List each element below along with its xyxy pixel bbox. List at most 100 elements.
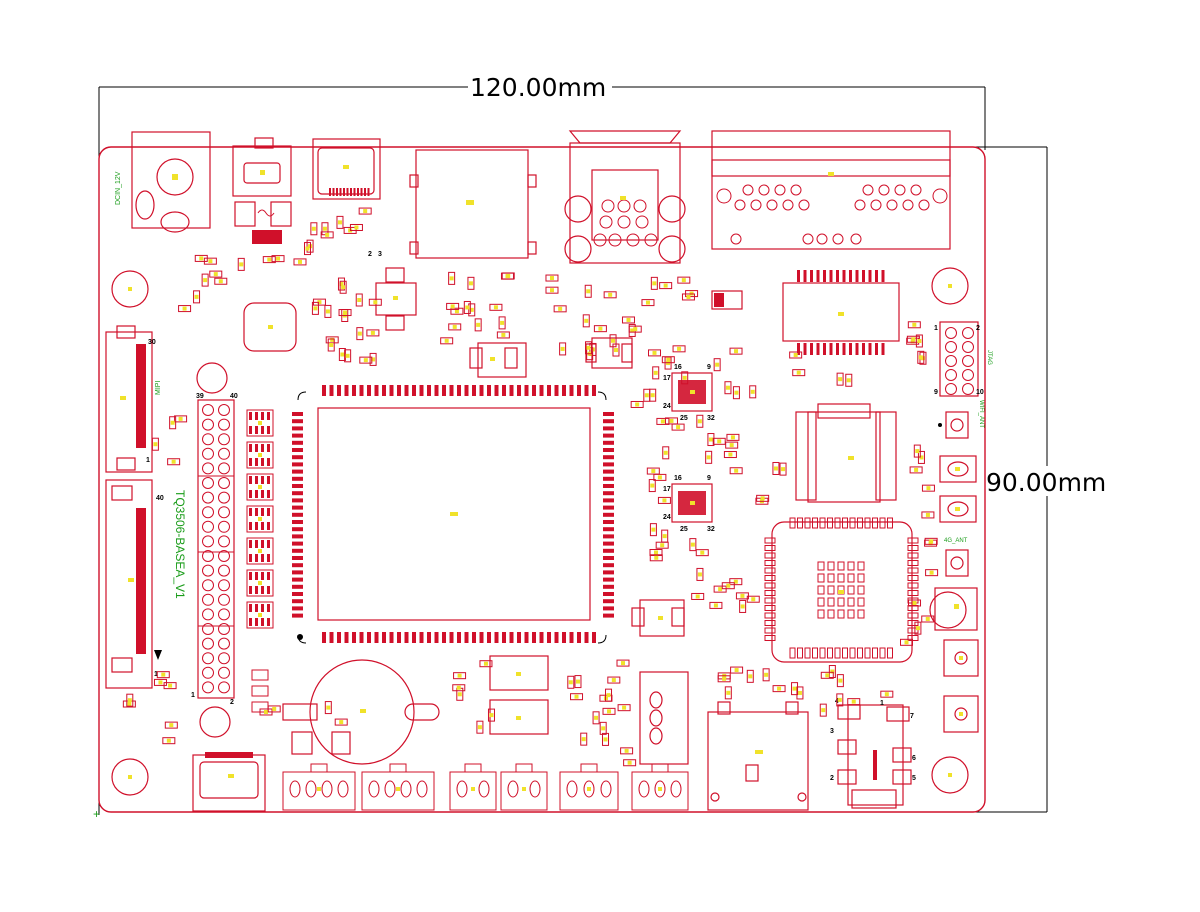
smd-pad — [917, 338, 922, 343]
smd-pad — [161, 672, 166, 677]
soic-pin — [875, 270, 878, 282]
lte-pin — [907, 552, 919, 559]
smd-component — [730, 666, 744, 674]
usbc-pin — [329, 188, 331, 196]
db9-pin — [790, 184, 802, 196]
fiducial-1 — [196, 362, 228, 394]
smd-pad — [456, 685, 461, 690]
smd-pad — [345, 353, 350, 358]
smd-pad — [740, 604, 745, 609]
smd-pad — [601, 726, 606, 731]
soc-pin — [457, 385, 461, 396]
soc-pin — [517, 385, 521, 396]
eth-pin — [608, 233, 622, 247]
jtag-pin-9: 9 — [934, 389, 938, 396]
smd-component — [609, 334, 617, 348]
soc-pin — [292, 570, 303, 575]
smd-component — [574, 675, 582, 689]
lte-pad — [857, 597, 865, 607]
db9-pin — [730, 233, 742, 245]
db9-pin — [816, 233, 828, 245]
lte-pin — [907, 575, 919, 581]
soc-pin — [449, 632, 454, 643]
lte-pad — [837, 573, 845, 583]
soic-pin — [810, 270, 813, 282]
soic-pin — [803, 343, 807, 355]
smd-pad — [558, 306, 563, 311]
soc-pin — [524, 632, 529, 643]
smd-pad — [825, 673, 830, 678]
aud-pin-5: 5 — [912, 775, 916, 782]
soc-pin — [603, 599, 614, 604]
db9-pin — [758, 184, 770, 196]
smd-pad — [660, 543, 665, 548]
smd-pad — [313, 306, 318, 311]
lte-pad — [857, 573, 865, 583]
smd-pad — [830, 669, 835, 674]
soic-pin — [816, 270, 820, 282]
smd-component — [915, 334, 923, 348]
smd-pad — [606, 693, 611, 698]
smd-component — [921, 615, 935, 623]
smd-pad — [501, 332, 506, 337]
smd-pad — [339, 282, 344, 287]
soc-pin — [292, 548, 303, 553]
soc-pin — [603, 570, 614, 575]
led-indicator-2 — [943, 695, 979, 733]
lte-pin — [834, 517, 841, 529]
smd-pad — [483, 661, 488, 666]
smd-pad — [884, 692, 889, 697]
smd-pad — [170, 420, 175, 425]
hdr-pin-40: 40 — [230, 393, 238, 400]
ra-pin — [267, 604, 270, 612]
ra-pin — [261, 458, 264, 466]
smd-component — [662, 446, 670, 460]
smd-pad — [748, 674, 753, 679]
smd-component — [659, 282, 673, 290]
smd-pad — [213, 272, 218, 277]
smd-pad — [611, 338, 616, 343]
smd-pad — [644, 393, 649, 398]
lte-pin — [907, 620, 919, 626]
smd-pad — [586, 345, 591, 350]
smd-component — [156, 671, 170, 679]
smd-pad — [662, 498, 667, 503]
soc-pin — [603, 592, 614, 596]
smd-component — [796, 686, 804, 700]
usbc-pin — [353, 188, 356, 196]
smd-pad — [918, 355, 923, 360]
resistor-array — [246, 601, 274, 629]
smd-pad — [793, 352, 798, 357]
smd-pad — [750, 389, 755, 394]
silk-mipi: MIPI — [155, 381, 162, 395]
smd-component — [623, 759, 637, 767]
ra-pin — [255, 458, 258, 466]
smd-component — [201, 273, 209, 287]
terminal-pin — [305, 780, 317, 798]
soc-pin — [292, 613, 303, 618]
terminal-pin — [400, 780, 412, 798]
header-pin — [202, 418, 214, 431]
smd-component — [681, 371, 689, 385]
terminal-tab — [515, 763, 533, 773]
smd-component — [641, 299, 655, 307]
terminal-pin — [384, 780, 396, 798]
smd-pad — [620, 661, 625, 666]
ra-pin — [249, 476, 252, 484]
qfn2-pin-25: 25 — [680, 526, 688, 533]
ra-pin — [255, 618, 258, 626]
lte-pin — [819, 647, 826, 659]
soc-pin — [562, 632, 566, 643]
smd-pad — [373, 300, 378, 305]
terminal-pin — [289, 780, 301, 798]
lte-pin — [907, 567, 919, 574]
resistor-array — [246, 505, 274, 533]
eth-pin — [633, 199, 647, 213]
soic-pin — [855, 270, 859, 282]
smd-component — [324, 304, 332, 318]
smd-component — [880, 690, 894, 698]
eth-pin — [617, 215, 631, 229]
smd-pad — [764, 672, 769, 677]
smd-component — [621, 316, 635, 324]
smd-component — [681, 293, 695, 301]
